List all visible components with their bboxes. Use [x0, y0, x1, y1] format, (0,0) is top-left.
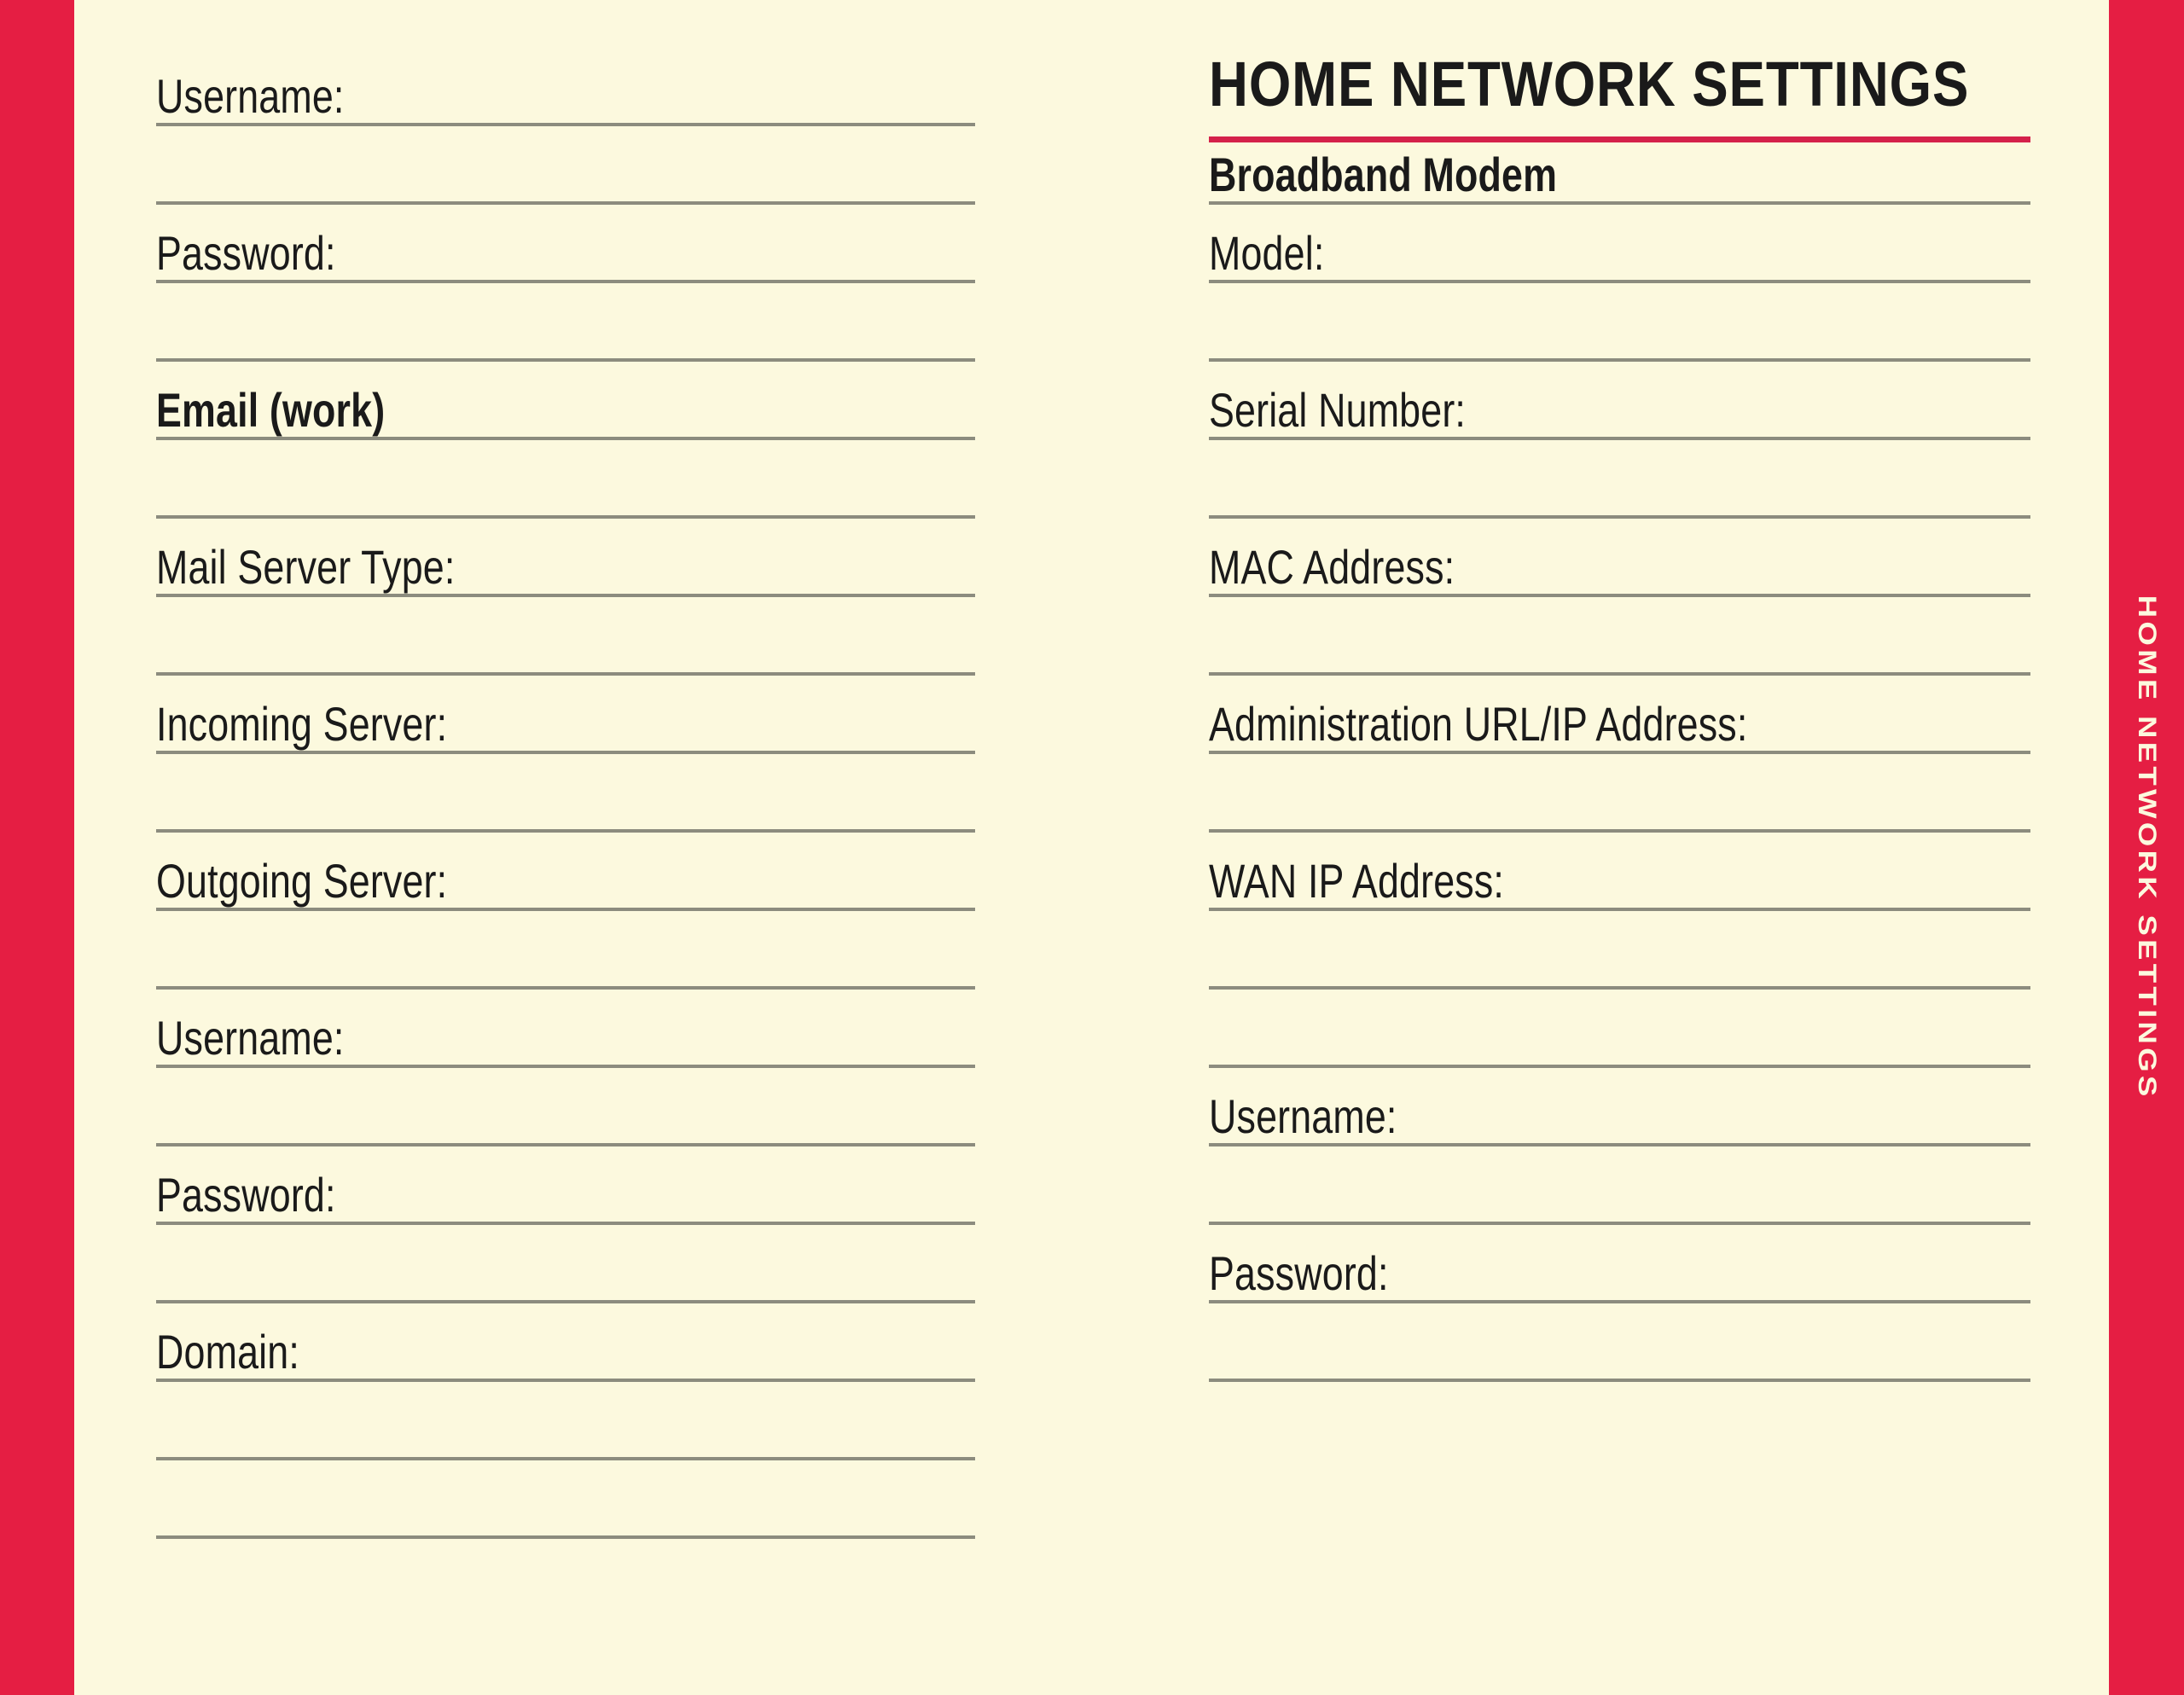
left-field-row[interactable] — [156, 597, 975, 676]
left-field-row[interactable]: Outgoing Server: — [156, 833, 975, 911]
right-field-row[interactable] — [1209, 440, 2030, 519]
right-field-row[interactable]: Serial Number: — [1209, 362, 2030, 440]
left-field-row-label: Domain: — [156, 1325, 299, 1379]
right-red-edge-bar — [2109, 0, 2184, 1695]
left-field-row[interactable] — [156, 754, 975, 833]
right-field-row[interactable] — [1209, 1303, 2030, 1382]
right-field-row-label: MAC Address: — [1209, 540, 1455, 594]
page-title: HOME NETWORK SETTINGS — [1209, 49, 1970, 119]
left-field-row[interactable] — [156, 1460, 975, 1539]
right-field-row-label: Administration URL/IP Address: — [1209, 697, 1748, 751]
left-field-row[interactable]: Username: — [156, 990, 975, 1068]
left-field-row[interactable]: Mail Server Type: — [156, 519, 975, 597]
right-field-row-label: Model: — [1209, 226, 1325, 280]
left-field-row[interactable]: Email (work) — [156, 362, 975, 440]
left-field-row-label: Outgoing Server: — [156, 854, 448, 908]
right-field-row-label: Serial Number: — [1209, 383, 1467, 437]
right-field-row[interactable] — [1209, 990, 2030, 1068]
left-field-row[interactable]: Domain: — [156, 1303, 975, 1382]
right-field-row[interactable]: WAN IP Address: — [1209, 833, 2030, 911]
right-field-row[interactable] — [1209, 1146, 2030, 1225]
left-field-row[interactable]: Username: — [156, 48, 975, 126]
left-field-row-label: Username: — [156, 1011, 345, 1065]
page-title-underline — [1209, 136, 2030, 142]
right-field-row[interactable]: Broadband Modem — [1209, 126, 2030, 205]
right-field-row[interactable]: MAC Address: — [1209, 519, 2030, 597]
left-field-row-label: Password: — [156, 1168, 336, 1222]
left-field-row[interactable] — [156, 1225, 975, 1303]
right-field-row-label: WAN IP Address: — [1209, 854, 1504, 908]
right-field-row[interactable]: Administration URL/IP Address: — [1209, 676, 2030, 754]
left-field-row[interactable] — [156, 911, 975, 990]
right-field-row[interactable] — [1209, 754, 2030, 833]
left-field-row[interactable]: Password: — [156, 205, 975, 283]
left-field-row[interactable] — [156, 1068, 975, 1146]
right-field-row[interactable] — [1209, 283, 2030, 362]
left-field-row[interactable] — [156, 283, 975, 362]
right-field-row[interactable] — [1209, 911, 2030, 990]
left-field-row-label: Incoming Server: — [156, 697, 448, 751]
left-field-row[interactable] — [156, 126, 975, 205]
right-field-row-label: Username: — [1209, 1089, 1397, 1143]
right-field-row[interactable]: Model: — [1209, 205, 2030, 283]
left-field-row[interactable] — [156, 1382, 975, 1460]
left-field-row[interactable] — [156, 440, 975, 519]
left-field-row[interactable]: Password: — [156, 1146, 975, 1225]
right-field-row-label: Broadband Modem — [1209, 148, 1558, 201]
left-field-row-label: Mail Server Type: — [156, 540, 456, 594]
right-field-row-label: Password: — [1209, 1246, 1389, 1300]
left-field-row-label: Username: — [156, 69, 345, 123]
right-field-row[interactable]: Username: — [1209, 1068, 2030, 1146]
left-field-row[interactable]: Incoming Server: — [156, 676, 975, 754]
left-field-row-label: Password: — [156, 226, 336, 280]
right-field-row[interactable]: Password: — [1209, 1225, 2030, 1303]
left-field-row-label: Email (work) — [156, 383, 386, 437]
left-red-edge-bar — [0, 0, 74, 1695]
right-field-row[interactable] — [1209, 597, 2030, 676]
